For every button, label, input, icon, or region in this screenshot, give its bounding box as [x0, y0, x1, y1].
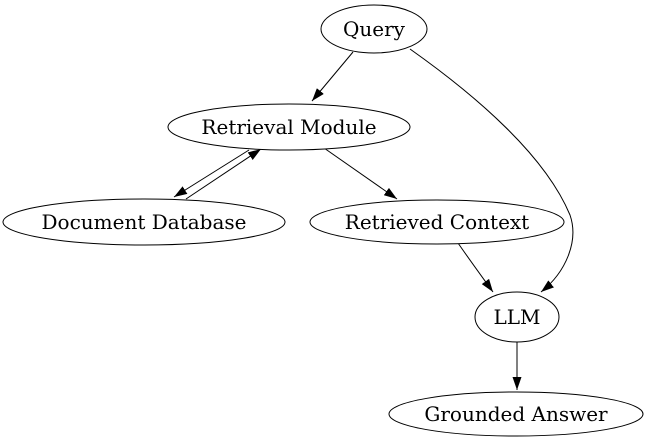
edge-retrieval-module-to-retrieved-context	[323, 147, 398, 200]
node-query: Query	[320, 4, 428, 54]
node-retrieval-module-shape	[167, 103, 411, 151]
node-query-shape	[320, 4, 428, 54]
node-llm-label: LLM	[493, 305, 540, 329]
edge-retrieved-context-to-llm	[457, 242, 494, 293]
node-document-database-shape	[2, 198, 286, 246]
node-grounded-answer-shape	[388, 391, 644, 437]
node-query-label: Query	[343, 17, 406, 41]
node-retrieval-module-label: Retrieval Module	[201, 115, 376, 139]
node-llm-shape	[474, 291, 560, 343]
node-grounded-answer: Grounded Answer	[388, 391, 644, 437]
edge-query-to-retrieval-module	[311, 51, 354, 102]
node-retrieved-context: Retrieved Context	[309, 199, 565, 245]
node-retrieval-module: Retrieval Module	[167, 103, 411, 151]
node-document-database-label: Document Database	[42, 210, 247, 234]
edge-document-database-to-retrieval-module	[185, 148, 262, 200]
node-grounded-answer-label: Grounded Answer	[424, 402, 608, 426]
node-retrieved-context-label: Retrieved Context	[345, 210, 529, 234]
node-llm: LLM	[474, 291, 560, 343]
node-document-database: Document Database	[2, 198, 286, 246]
edge-retrieval-module-to-document-database	[173, 149, 250, 198]
node-retrieved-context-shape	[309, 199, 565, 245]
edge-query-to-llm	[409, 48, 574, 293]
